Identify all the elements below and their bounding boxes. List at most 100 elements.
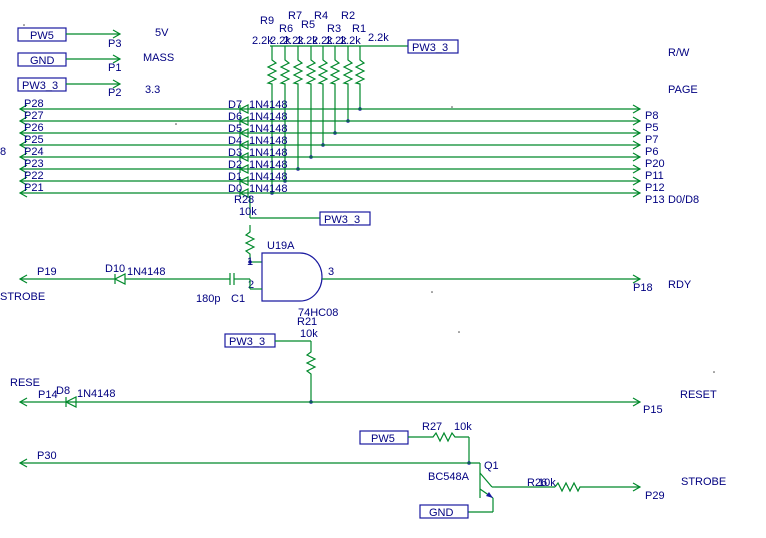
rw-label: R/W [668, 47, 690, 59]
diode-ref: D6 [228, 111, 242, 123]
c1-ref: C1 [231, 293, 245, 305]
strobe-right-label: STROBE [681, 476, 726, 488]
pullup-resistor-4 [305, 46, 317, 157]
u19-pin2: 2 [248, 279, 254, 291]
r27-ref: R27 [422, 421, 442, 433]
p30-label: P30 [37, 450, 57, 462]
r28-pw33-label: PW3_3 [324, 214, 360, 226]
diode-d1 [238, 176, 249, 186]
c1-capacitor [229, 273, 235, 285]
and-gate-body [261, 252, 323, 302]
r28-resistor [244, 225, 256, 262]
q1-gnd-label: GND [429, 507, 454, 519]
bus-left-label: P23 [24, 158, 44, 170]
pullup-resistor-6 [329, 46, 341, 133]
d8-ref: D8 [56, 385, 70, 397]
p1-value: MASS [143, 52, 174, 64]
r21-ref: R21 [297, 316, 317, 328]
pullup-resistor-7 [342, 46, 354, 121]
r27-resistor [425, 431, 469, 443]
p2-value: 3.3 [145, 84, 160, 96]
u19-part: 74HC08 [298, 307, 338, 319]
r26-resistor [554, 481, 640, 493]
diode-part: 1N4148 [249, 135, 288, 147]
c1-val: 180p [196, 293, 220, 305]
connector-gnd: GND P1 MASS [17, 52, 174, 74]
connector-pw5: PW5 P3 5V [17, 27, 169, 50]
diode-d7 [238, 104, 249, 114]
pullup-resistor-2 [279, 46, 291, 181]
bus-left-label: P28 [24, 98, 44, 110]
r27-pw5-label: PW5 [371, 433, 395, 445]
diode-d4 [238, 140, 249, 150]
diode-ref: D4 [228, 135, 242, 147]
p19-label: P19 [37, 266, 57, 278]
diode-part: 1N4148 [249, 99, 288, 111]
p2-label: P2 [108, 87, 121, 99]
bus-right-label: P7 [645, 134, 658, 146]
d0d8-label: D0/D8 [668, 194, 699, 206]
r6-ref: R6 [279, 23, 293, 35]
r1-val: 2.2k [368, 32, 389, 44]
diode-ref: D3 [228, 147, 242, 159]
r6-val: 2.2k [270, 35, 291, 47]
r2-ref: R2 [341, 10, 355, 22]
r26-ref: R26 [527, 477, 547, 489]
p18-label: P18 [633, 282, 653, 294]
pw33-label: PW3_3 [22, 80, 58, 92]
diode-ref: D0 [228, 183, 242, 195]
d8-part: 1N4148 [77, 388, 116, 400]
gnd-label: GND [30, 55, 55, 67]
u19-pin3: 3 [328, 266, 334, 278]
d10-ref: D10 [105, 263, 125, 275]
diode-d3 [238, 152, 249, 162]
rdy-label: RDY [668, 279, 692, 291]
r27-val: 10k [454, 421, 472, 433]
r9-val: 2.2k [252, 35, 273, 47]
pw5-label: PW5 [30, 30, 54, 42]
bus-left-label: P25 [24, 134, 44, 146]
r21-val: 10k [300, 328, 318, 340]
connector-pw33: PW3_3 P2 3.3 [17, 77, 160, 99]
r1-ref: R1 [352, 23, 366, 35]
diode-part: 1N4148 [249, 147, 288, 159]
bus-right-label: P20 [645, 158, 665, 170]
diode-ref: D1 [228, 171, 242, 183]
strobe-left-label: STROBE [0, 291, 45, 303]
r2-val: 2.2k [340, 35, 361, 47]
bank-pw33-label: PW3_3 [412, 42, 448, 54]
diode-d6 [238, 116, 249, 126]
d8-diode [64, 396, 77, 408]
stray-dots [23, 24, 715, 373]
r28-ref: R28 [234, 194, 254, 206]
q1-transistor [479, 463, 495, 499]
reset-section: PW3_3 R21 10k RESE P14 D8 1N4148 P15 RES… [10, 316, 717, 416]
bus-right-label: P13 [645, 194, 665, 206]
r5-ref: R5 [301, 19, 315, 31]
r26-val: 10k [538, 477, 556, 489]
diode-part: 1N4148 [249, 171, 288, 183]
bus-right-label: P8 [645, 110, 658, 122]
r21-resistor [305, 341, 317, 402]
bus-left-label: P22 [24, 170, 44, 182]
diode-ref: D2 [228, 159, 242, 171]
diode-part: 1N4148 [249, 123, 288, 135]
left-edge-label: 8 [0, 146, 6, 158]
q1-ref: Q1 [484, 460, 499, 472]
r9-ref: R9 [260, 15, 274, 27]
p15-label: P15 [643, 404, 663, 416]
r3-ref: R3 [327, 23, 341, 35]
diode-d0 [238, 188, 249, 198]
p14-label: P14 [38, 389, 58, 401]
bus-right-label: P5 [645, 122, 658, 134]
r3-val: 2.2k [326, 35, 347, 47]
pullup-resistor-3 [292, 46, 304, 169]
diode-d5 [238, 128, 249, 138]
bus-right-label: P12 [645, 182, 665, 194]
diode-part: 1N4148 [249, 111, 288, 123]
pullup-resistor-1 [266, 46, 278, 193]
r5-val: 2.2k [297, 35, 318, 47]
